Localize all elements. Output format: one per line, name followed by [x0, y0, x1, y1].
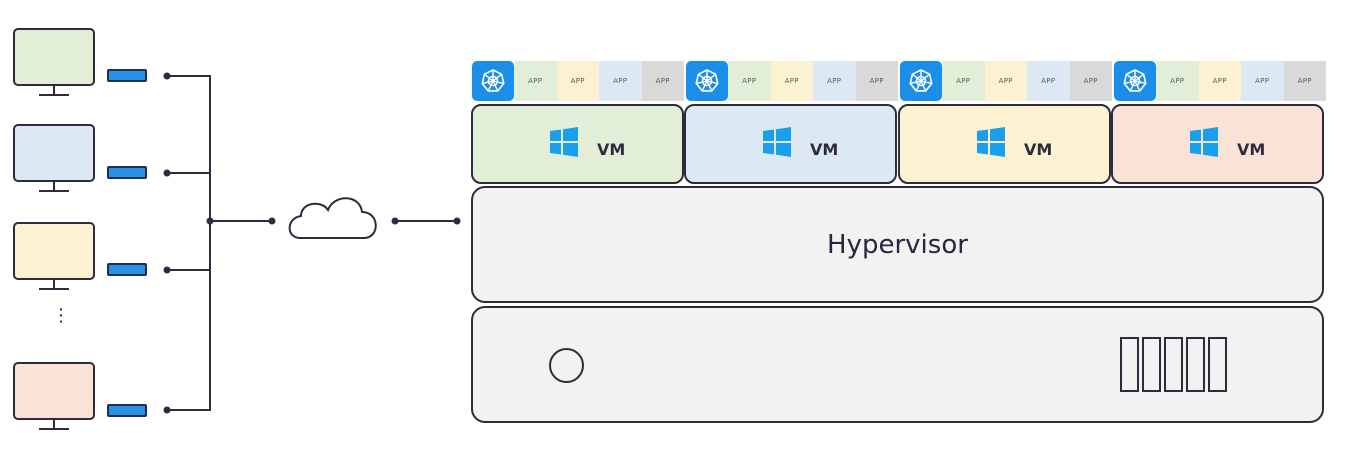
app-cell: APP	[813, 61, 856, 101]
monitor-stand-base	[39, 94, 69, 96]
virtual-machine-2: VM	[684, 104, 897, 184]
power-button-icon	[549, 348, 584, 383]
app-label: APP	[1170, 77, 1185, 85]
app-label: APP	[784, 77, 799, 85]
monitor-stand-neck	[53, 182, 55, 191]
monitor-icon	[13, 28, 95, 86]
drive-bay-icon	[1120, 337, 1139, 392]
app-label: APP	[1083, 77, 1098, 85]
windows-logo	[761, 126, 793, 158]
app-cell: APP	[1198, 61, 1241, 101]
monitor-stand-neck	[53, 280, 55, 289]
virtual-machine-4: VM	[1111, 104, 1324, 184]
windows-icon	[977, 127, 1005, 157]
app-cell: APP	[514, 61, 557, 101]
monitor-stand-base	[39, 288, 69, 290]
virtual-machine-1: VM	[471, 104, 684, 184]
drive-bay-icon	[1208, 337, 1227, 392]
app-cell: APP	[1069, 61, 1112, 101]
vm-label: VM	[1237, 140, 1266, 159]
app-cell: APP	[556, 61, 599, 101]
app-cell: APP	[984, 61, 1027, 101]
cloud-out-port	[391, 217, 399, 225]
vm-label: VM	[1024, 140, 1053, 159]
client-3-port	[163, 266, 171, 274]
app-label: APP	[869, 77, 884, 85]
orchestrator-cell	[900, 61, 942, 101]
monitor-stand-neck	[53, 420, 55, 429]
monitor-stand-neck	[53, 86, 55, 95]
kubernetes-icon	[1123, 69, 1147, 92]
app-label: APP	[742, 77, 757, 85]
monitor-stand-base	[39, 190, 69, 192]
cloud-icon	[288, 197, 377, 239]
app-cell: APP	[942, 61, 985, 101]
network-card-icon	[107, 263, 147, 276]
windows-logo	[1188, 126, 1220, 158]
app-label: APP	[528, 77, 543, 85]
app-cell: APP	[599, 61, 642, 101]
app-cell: APP	[1156, 61, 1199, 101]
kubernetes-icon	[481, 69, 505, 92]
monitor-stand-base	[39, 428, 69, 430]
orchestrator-cell	[1114, 61, 1156, 101]
network-card-icon	[107, 166, 147, 179]
windows-logo	[975, 126, 1007, 158]
vm-label: VM	[810, 140, 839, 159]
windows-icon	[550, 127, 578, 157]
app-label: APP	[998, 77, 1013, 85]
orchestrator-cell	[686, 61, 728, 101]
vm-label: VM	[597, 140, 626, 159]
app-cell: APP	[855, 61, 898, 101]
app-cell: APP	[1241, 61, 1284, 101]
app-label: APP	[956, 77, 971, 85]
app-label: APP	[1255, 77, 1270, 85]
client-4-port	[163, 406, 171, 414]
drive-bay-icon	[1142, 337, 1161, 392]
monitor-icon	[13, 362, 95, 420]
drive-bay-icon	[1186, 337, 1205, 392]
virtual-machine-3: VM	[898, 104, 1111, 184]
network-card-icon	[107, 404, 147, 417]
app-cell: APP	[1027, 61, 1070, 101]
hypervisor-label: Hypervisor	[827, 229, 968, 260]
app-label: APP	[827, 77, 842, 85]
app-label: APP	[655, 77, 670, 85]
host-port	[453, 217, 461, 225]
hypervisor-layer: Hypervisor	[471, 186, 1324, 303]
windows-logo	[548, 126, 580, 158]
drive-bay-icon	[1164, 337, 1183, 392]
app-label: APP	[1212, 77, 1227, 85]
more-clients-ellipsis: ⋮	[52, 305, 70, 326]
kubernetes-icon	[909, 69, 933, 92]
client-1-port	[163, 72, 171, 80]
bus-junction	[206, 217, 214, 225]
monitor-icon	[13, 124, 95, 182]
app-label: APP	[1041, 77, 1056, 85]
network-card-icon	[107, 69, 147, 82]
app-cell: APP	[641, 61, 684, 101]
orchestrator-cell	[472, 61, 514, 101]
app-label: APP	[613, 77, 628, 85]
kubernetes-icon	[695, 69, 719, 92]
windows-icon	[763, 127, 791, 157]
windows-icon	[1190, 127, 1218, 157]
app-cell: APP	[770, 61, 813, 101]
app-cell: APP	[1283, 61, 1326, 101]
app-label: APP	[1297, 77, 1312, 85]
monitor-icon	[13, 222, 95, 280]
cloud-in-port	[268, 217, 276, 225]
client-2-port	[163, 169, 171, 177]
app-cell: APP	[728, 61, 771, 101]
app-label: APP	[570, 77, 585, 85]
